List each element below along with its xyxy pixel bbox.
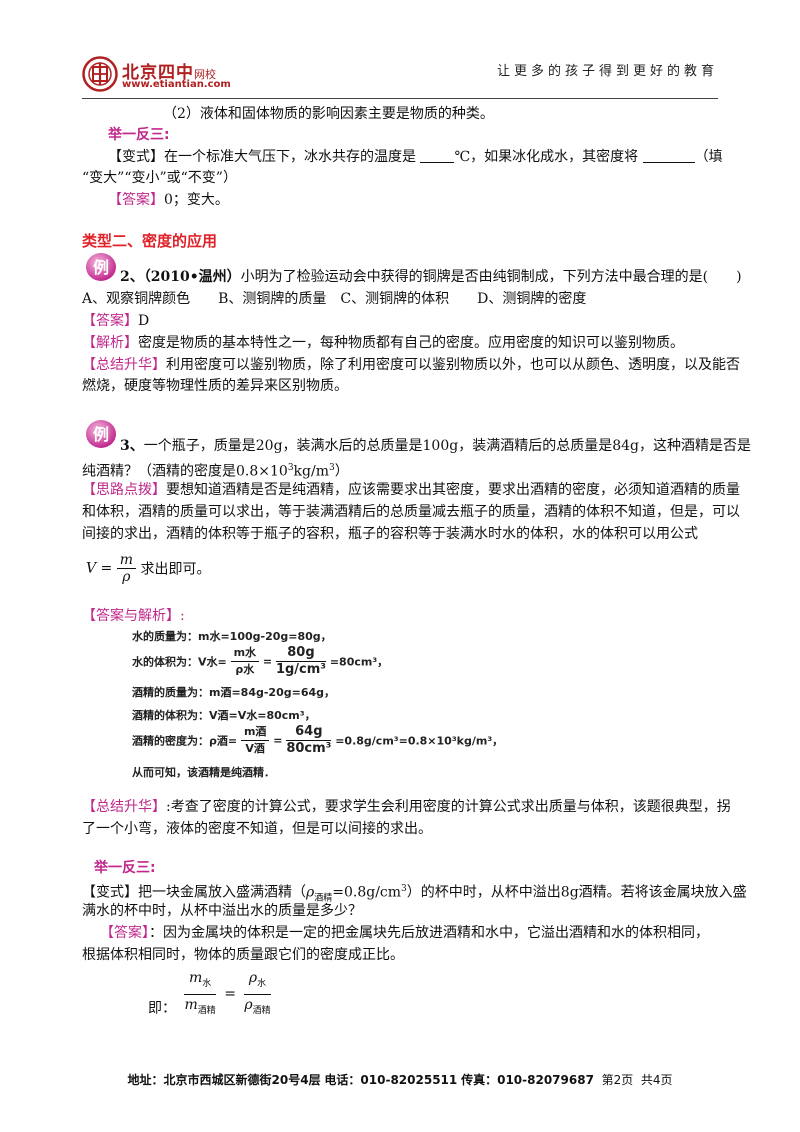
tag-label: 【总结升华】 <box>82 799 166 815</box>
page-footer: 地址：北京市西城区新德街20号4层 电话：010-82025511 传真：010… <box>127 1073 673 1087</box>
logo-emblem-icon <box>82 56 118 92</box>
text-line: “变大”“变小”或“不变”） <box>82 170 237 186</box>
logo: 北京四中网校 www.etiantian.com <box>82 56 262 94</box>
logo-url: www.etiantian.com <box>122 79 231 90</box>
badge-label: 例 <box>93 258 109 277</box>
hint-line: 【思路点拨】要想知道酒精是否是纯酒精，应该需要求出其密度，要求出酒精的密度，必须… <box>82 482 740 498</box>
text-line: 满水的杯中时，从杯中溢出水的质量是多少？ <box>82 903 362 919</box>
header-divider <box>82 98 718 99</box>
analysis-line: 【解析】密度是物质的基本特性之一，每种物质都有自己的密度。应用密度的知识可以鉴别… <box>82 335 684 351</box>
example-badge-icon: 例 <box>86 420 116 448</box>
ratio-formula: 即： m水 m酒精 = ρ水 ρ酒精 <box>148 970 271 1017</box>
solution-line: 水的质量为：m水=100g-20g=80g， <box>132 630 332 643</box>
page-number: 第2页 <box>601 1073 634 1087</box>
section-heading: 举一反三: <box>108 127 170 143</box>
text-line: 根据体积相同时，物体的质量跟它们的密度成正比。 <box>82 947 404 963</box>
page-total: 共4页 <box>640 1073 673 1087</box>
tag-label: 【解析】 <box>82 335 138 351</box>
answer-line: 【答案】D <box>82 313 150 329</box>
type-heading: 类型二、密度的应用 <box>82 232 218 250</box>
answer-line: 【答案】0；变大。 <box>108 192 229 208</box>
tag-label: 【思路点拨】 <box>82 482 166 498</box>
text-line: （2）液体和固体物质的影响因素主要是物质的种类。 <box>163 106 494 122</box>
question-line: 3、一个瓶子，质量是20g，装满水后的总质量是100g，装满酒精后的总质量是84… <box>120 438 751 454</box>
tag-label: 【总结升华】 <box>82 357 166 373</box>
answer-blank <box>420 148 455 163</box>
tag-label: 【答案】 <box>108 192 164 208</box>
summary-line: 【总结升华】:考查了密度的计算公式，要求学生会利用密度的计算公式求出质量与体积，… <box>82 799 731 815</box>
header-slogan: 让更多的孩子得到更好的教育 <box>496 64 718 79</box>
answer-analysis-label: 【答案与解析】: <box>82 606 185 626</box>
section-heading: 举一反三: <box>94 860 156 876</box>
answer-blank <box>642 148 695 163</box>
badge-label: 例 <box>93 425 109 444</box>
solution-line: 从而可知，该酒精是纯酒精． <box>132 766 275 779</box>
tag-label: 【答案】 <box>82 313 138 329</box>
exercise-line: 【变式】把一块金属放入盛满酒精（ρ酒精=0.8g/cm3）的杯中时，从杯中溢出8… <box>82 884 747 904</box>
tag-label: 【变式】 <box>108 149 164 165</box>
options-line: A、观察铜牌颜色 B、测铜牌的质量 C、测铜牌的体积 D、测铜牌的密度 <box>82 291 587 307</box>
question-line: 纯酒精？（酒精的密度是0.8×103kg/m3） <box>82 463 349 480</box>
example-badge-icon: 例 <box>86 253 116 281</box>
solution-line: 酒精的质量为：m酒=84g-20g=64g， <box>132 686 336 699</box>
logo-name: 北京四中网校 <box>122 63 216 83</box>
exercise-line: 【变式】在一个标准大气压下，冰水共存的温度是 ℃，如果冰化成水，其密度将 （填 <box>108 148 723 165</box>
summary-line: 【总结升华】利用密度可以鉴别物质，除了利用密度可以鉴别物质以外，也可以从颜色、透… <box>82 357 740 373</box>
text-line: 燃烧，硬度等物理性质的差异来区别物质。 <box>82 378 348 394</box>
text-line: 间接的求出，酒精的体积等于瓶子的容积，瓶子的容积等于装满水时水的体积，水的体积可… <box>82 526 698 542</box>
question-line: 2、（2010•温州）小明为了检验运动会中获得的铜牌是否由纯铜制成，下列方法中最… <box>120 269 742 285</box>
text-line: 了一个小弯，液体的密度不知道，但是可以间接的求出。 <box>82 821 432 837</box>
solution-line: 酒精的体积为：V酒=V水=80cm³， <box>132 709 316 722</box>
tag-label: 【答案】 <box>100 925 149 941</box>
tag-label: 【答案与解析】: <box>82 608 185 624</box>
text-line: 和体积，酒精的质量可以求出，等于装满酒精后的总质量减去瓶子的质量，酒精的体积不知… <box>82 504 740 520</box>
answer-line: 【答案】：因为金属块的体积是一定的把金属块先后放进酒精和水中，它溢出酒精和水的体… <box>100 925 709 941</box>
